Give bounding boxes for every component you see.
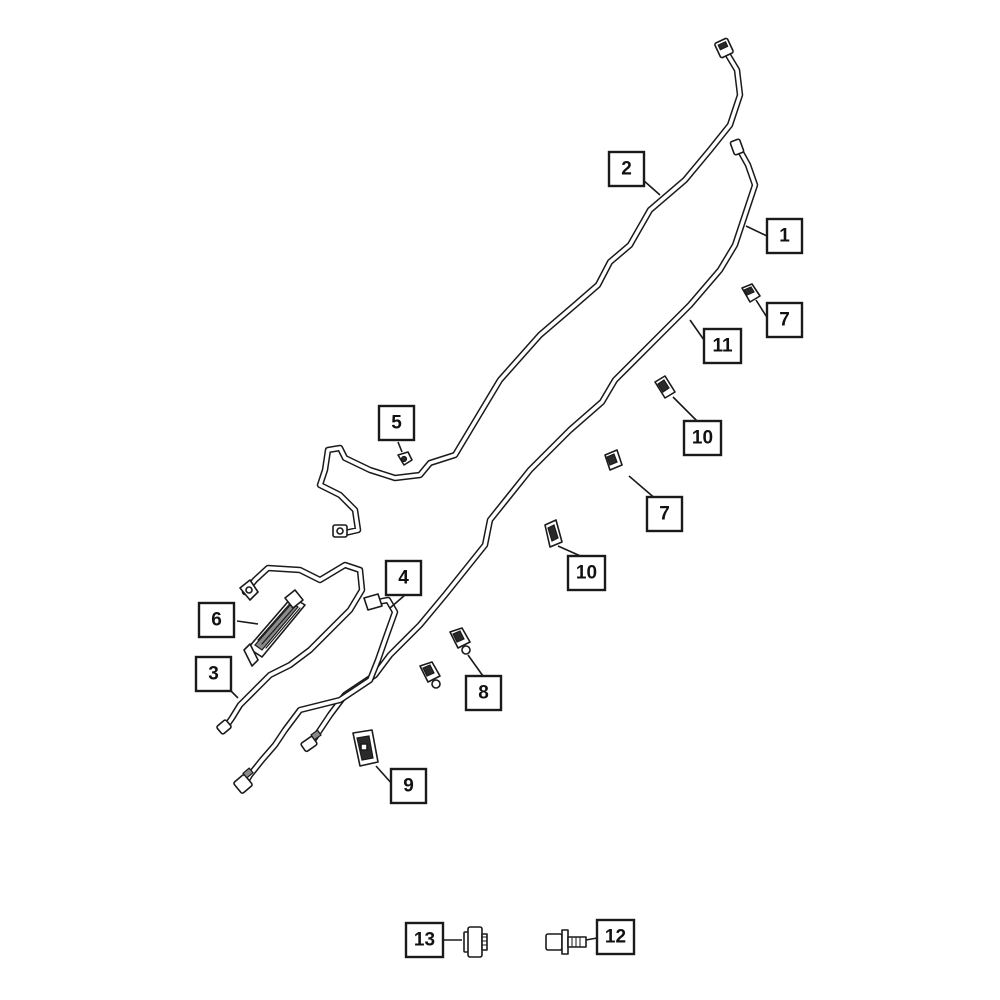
part-7b-clip [604, 449, 623, 471]
callout-2: 2 [607, 150, 646, 188]
leader-4 [389, 594, 406, 609]
tube-3-upper-fitting [239, 579, 259, 601]
callout-4-label: 4 [398, 568, 409, 589]
leader-12 [585, 937, 598, 941]
callout-8-label: 8 [478, 683, 489, 704]
part-10a-clip [654, 375, 676, 399]
callout-11-label: 11 [712, 336, 733, 357]
tube-3-lower-fitting [216, 719, 232, 735]
callout-7a: 7 [765, 301, 804, 339]
callout-7a-label: 7 [779, 310, 790, 331]
part-5-clip [397, 451, 413, 466]
callout-6-label: 6 [211, 610, 222, 631]
tube-4-lower-fitting [233, 767, 254, 794]
leader-lines [227, 179, 769, 941]
callout-10a: 10 [682, 419, 723, 457]
callout-11: 11 [702, 327, 743, 365]
callout-3: 3 [194, 655, 233, 693]
callout-10b-label: 10 [576, 563, 597, 584]
part-6-cooler-bracket [243, 589, 306, 667]
tube-3 [221, 561, 366, 732]
callout-9-label: 9 [403, 776, 414, 797]
callout-13-label: 13 [414, 930, 435, 951]
tube-2 [316, 46, 744, 537]
leader-10a [672, 396, 701, 425]
callout-5-label: 5 [391, 413, 402, 434]
leader-5 [397, 441, 403, 453]
leader-8 [467, 654, 484, 677]
part-8-retainer-upper [449, 627, 471, 655]
callout-1-label: 1 [779, 226, 790, 247]
part-13-bolt [463, 926, 488, 958]
callout-12-label: 12 [605, 927, 626, 948]
callout-5: 5 [377, 404, 416, 442]
callout-9: 9 [389, 767, 428, 805]
tube-4-upper-fitting [363, 593, 383, 611]
tube-1-lower-fitting [300, 729, 322, 753]
tube-2-lower-fitting [332, 524, 348, 538]
tube-2-upper-fitting [714, 37, 734, 59]
callout-13: 13 [404, 921, 445, 959]
callout-8: 8 [464, 674, 503, 712]
callout-7b: 7 [645, 495, 684, 533]
callout-10b: 10 [566, 554, 607, 592]
part-10b-clip [544, 519, 563, 548]
callout-3-label: 3 [208, 664, 219, 685]
leader-2 [642, 179, 661, 196]
part-12-bolt [545, 929, 587, 955]
callout-7b-label: 7 [659, 504, 670, 525]
callout-4: 4 [384, 559, 423, 597]
part-9-bracket [352, 729, 379, 767]
part-7a-clip [741, 283, 761, 303]
tube-4 [240, 596, 399, 789]
callout-10a-label: 10 [692, 428, 713, 449]
callout-6: 6 [197, 601, 236, 639]
callout-12: 12 [595, 918, 636, 956]
callout-2-label: 2 [621, 159, 632, 180]
leader-6 [236, 620, 259, 625]
leader-11 [689, 319, 705, 341]
part-8-retainer-lower [419, 661, 441, 689]
leader-1 [745, 225, 768, 237]
callout-1: 1 [765, 217, 804, 255]
tube-1-upper-fitting [729, 138, 745, 156]
